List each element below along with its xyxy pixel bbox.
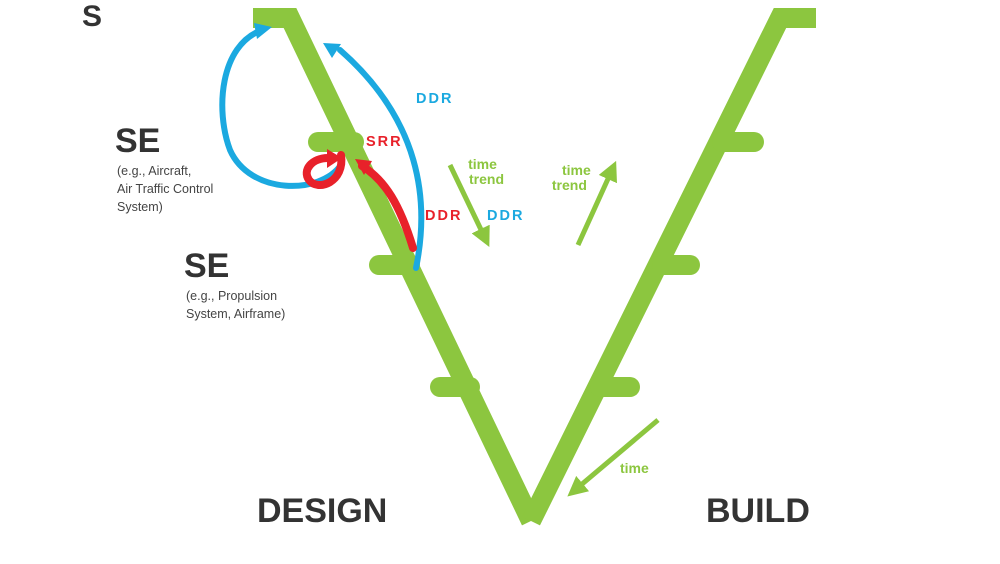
design-phase-label: DESIGN (257, 492, 388, 530)
v-model-shape (253, 8, 816, 526)
subsystem-level-examples: (e.g., Propulsion System, Airframe) (186, 287, 285, 323)
ddr-blue-arrowheads (254, 23, 341, 58)
design-time-word: time (468, 156, 497, 172)
build-phase-label: BUILD (706, 492, 810, 530)
v-model-ticks (308, 132, 764, 397)
srr-label: SRR (366, 134, 403, 150)
srr-red-loops (302, 151, 417, 252)
subsystem-level-title: SE (184, 247, 230, 285)
build-time-word: time (562, 162, 591, 178)
build-trend-word: trend (551, 177, 587, 193)
ddr-upper-label: DDR (416, 91, 454, 107)
time-arrow (567, 418, 660, 497)
time-label: time (620, 460, 649, 476)
design-time-trend-label: time trend (461, 157, 504, 187)
ddr-inner-arrowhead (323, 43, 341, 58)
system-example-line: System) (117, 200, 163, 214)
system-level-examples: (e.g., Aircraft, Air Traffic Control Sys… (117, 162, 213, 216)
srr-hook-loop (302, 151, 346, 189)
subsystem-example-line: System, Airframe) (186, 307, 286, 321)
subsystem-example-line: (e.g., Propulsion (186, 289, 278, 303)
build-leg (522, 8, 816, 526)
design-trend-word: trend (469, 171, 504, 187)
top-level-title: S (82, 0, 103, 33)
ddr-outer-arrowhead (254, 23, 272, 39)
design-leg (253, 8, 541, 526)
ddr-red-arrowhead (355, 159, 372, 175)
srr-red-arrowheads (327, 149, 372, 175)
time-arrows (447, 160, 660, 497)
ddr-red-arc (358, 162, 417, 252)
ddr-red-label: DDR (425, 208, 463, 224)
system-example-line: Air Traffic Control (117, 182, 214, 196)
system-example-line: (e.g., Aircraft, (117, 164, 192, 178)
build-time-trend-arrow (575, 160, 617, 247)
system-level-title: SE (115, 122, 161, 160)
srr-hook-arrowhead (327, 149, 342, 168)
design-time-trend-arrow (447, 163, 490, 248)
ddr-blue-label: DDR (487, 208, 525, 224)
build-time-trend-label: time trend (548, 163, 591, 193)
ddr-inner-loop (337, 47, 425, 271)
